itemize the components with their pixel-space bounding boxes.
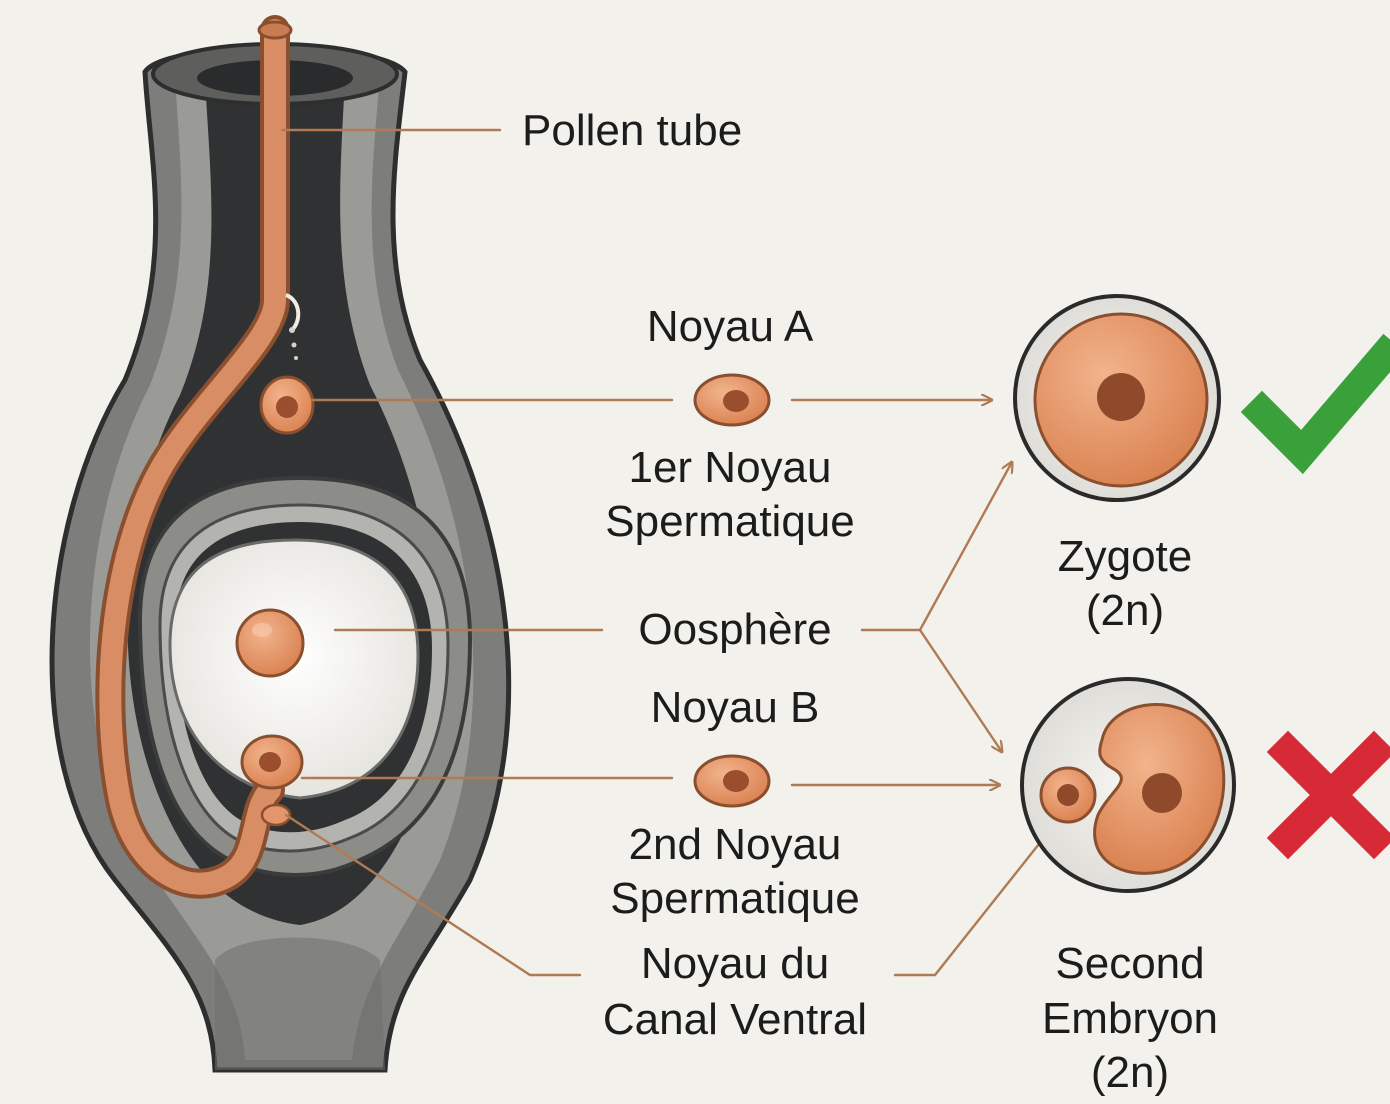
label-second-sperm-line2: Spermatique (585, 872, 885, 926)
label-zygote-line2: (2n) (1000, 584, 1250, 638)
label-second-sperm-line1: 2nd Noyau (585, 818, 885, 872)
label-canal-line1: Noyau du (585, 937, 885, 991)
nucleus-a-in-canal (261, 377, 313, 433)
arrow-oosphere-to-second-embryo (920, 630, 1002, 752)
arrow-oosphere-to-zygote (920, 462, 1012, 630)
release-droplet (292, 343, 297, 348)
label-canal-line2: Canal Ventral (585, 993, 885, 1047)
noyau-a-nucleus (695, 375, 769, 425)
release-droplet (289, 327, 295, 333)
label-noyau-b: Noyau B (585, 681, 885, 735)
label-pollen-tube: Pollen tube (522, 104, 742, 158)
release-droplet (294, 356, 298, 360)
label-first-sperm-line1: 1er Noyau (580, 441, 880, 495)
pollen-tube-top (259, 22, 291, 38)
label-oosphere: Oosphère (585, 603, 885, 657)
label-noyau-a: Noyau A (580, 300, 880, 354)
label-first-sperm-line2: Spermatique (580, 495, 880, 549)
label-second-embryo-line1: Second (1000, 937, 1260, 991)
cross-icon (1288, 752, 1374, 838)
zygote-cell (1015, 296, 1219, 500)
label-zygote-line1: Zygote (1000, 530, 1250, 584)
archegonium-base-stalk (215, 938, 385, 1071)
noyau-b-nucleus (695, 756, 769, 806)
egg-nucleus (237, 610, 303, 676)
check-icon (1262, 355, 1385, 452)
second-embryo-cell (1022, 679, 1234, 891)
nucleus-b-in-venter (242, 736, 302, 788)
label-second-embryo-line3: (2n) (1000, 1046, 1260, 1100)
label-second-embryo-line2: Embryon (1000, 992, 1260, 1046)
